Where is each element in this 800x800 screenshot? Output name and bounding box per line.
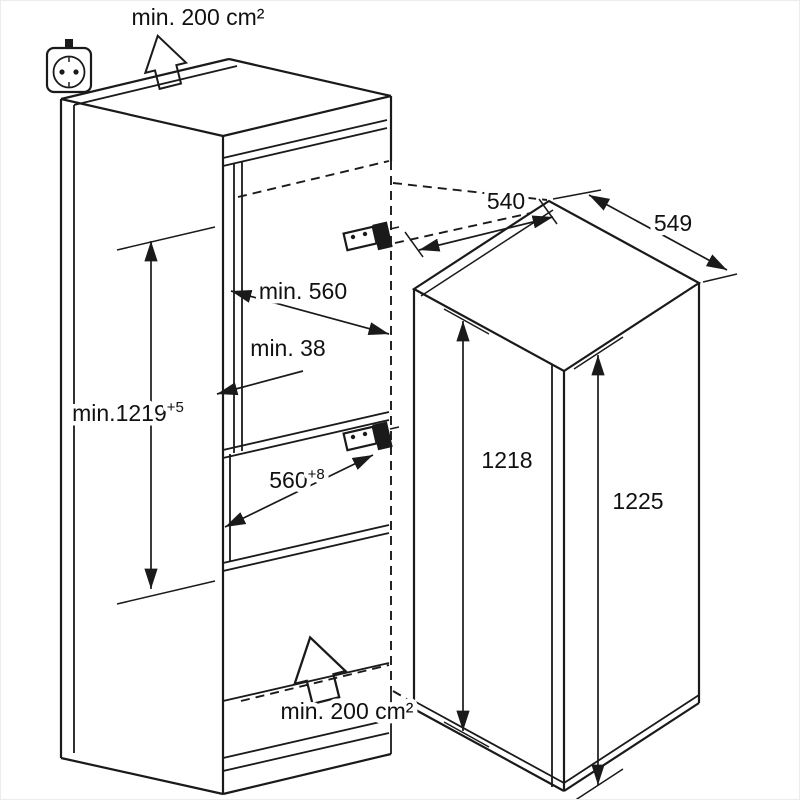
- dimension-labels: min. 200 cm² 540 549 min. 560 min. 38 mi…: [68, 1, 697, 729]
- label-vent-bottom: min. 200 cm²: [281, 698, 414, 724]
- dimension-lines: [116, 189, 738, 799]
- hinge-top-icon: [342, 221, 400, 252]
- vent-arrow-bottom-icon: [292, 635, 348, 706]
- label-door-width: 540: [487, 188, 525, 214]
- label-door-height: 1225: [612, 488, 663, 514]
- label-recess-width: 560+8: [269, 466, 324, 493]
- label-niche-width: min. 560: [259, 278, 347, 304]
- label-depth: 549: [654, 210, 692, 236]
- hinge-bottom-icon: [342, 421, 400, 452]
- vent-arrow-top-icon: [143, 33, 189, 91]
- label-clearance: min. 38: [250, 335, 325, 361]
- label-appliance-height: 1218: [481, 447, 532, 473]
- cabinet-niche-drawing: [59, 57, 550, 796]
- label-vent-top: min. 200 cm²: [132, 4, 265, 30]
- label-niche-height: min.1219+5: [72, 399, 184, 426]
- socket-icon: [45, 39, 93, 94]
